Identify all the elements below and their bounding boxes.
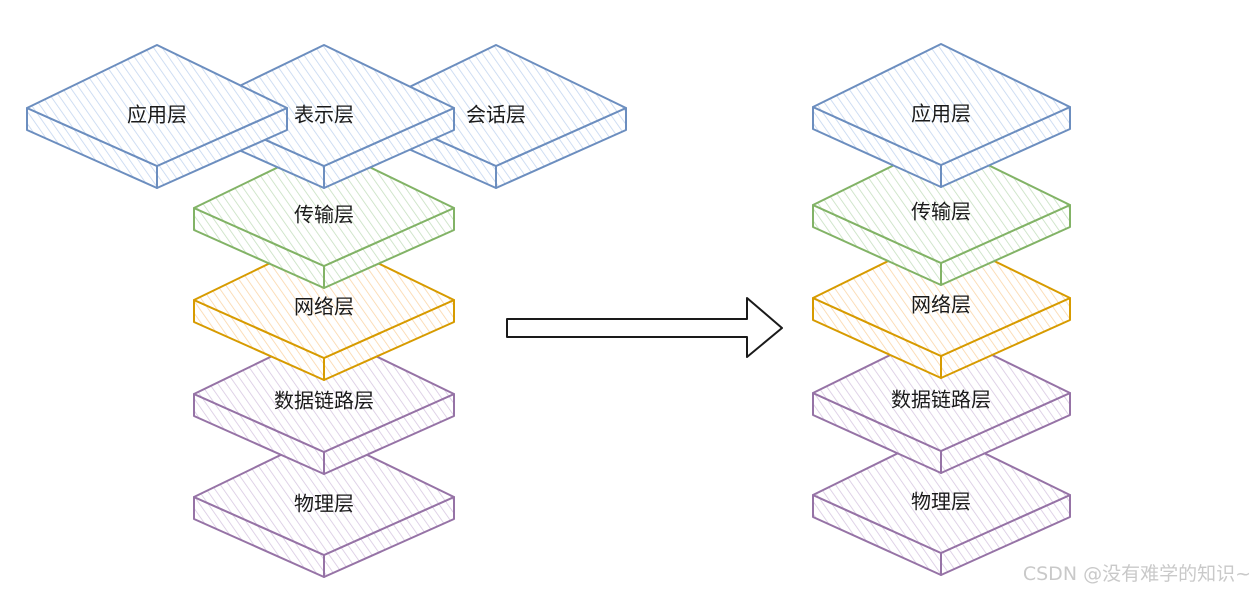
left-stack: 物理层 数据链路层 网络层 传输层 会话层 [26,44,627,578]
left-transport-label: 传输层 [294,203,354,227]
left-presentation-label: 表示层 [294,103,354,127]
left-physical-label: 物理层 [294,492,354,516]
right-application-label: 应用层 [911,102,971,126]
right-datalink-label: 数据链路层 [891,388,991,412]
left-network-label: 网络层 [294,295,354,319]
right-stack: 物理层 数据链路层 网络层 传输层 应用层 [812,43,1071,576]
left-layer-network: 网络层 [193,236,455,381]
right-layer-network: 网络层 [812,234,1071,379]
right-network-label: 网络层 [911,293,971,317]
left-layer-transport: 传输层 [193,144,455,289]
left-layer-datalink: 数据链路层 [193,330,455,475]
left-session-label: 会话层 [466,103,526,127]
left-layer-application: 应用层 [26,44,288,189]
transform-arrow [506,297,783,358]
left-datalink-label: 数据链路层 [274,389,374,413]
right-physical-label: 物理层 [911,490,971,514]
left-application-label: 应用层 [127,103,187,127]
right-layer-physical: 物理层 [812,431,1071,576]
right-layer-application: 应用层 [812,43,1071,188]
watermark: CSDN @没有难学的知识~ [1022,563,1251,585]
right-transport-label: 传输层 [911,200,971,224]
right-layer-transport: 传输层 [812,141,1071,286]
